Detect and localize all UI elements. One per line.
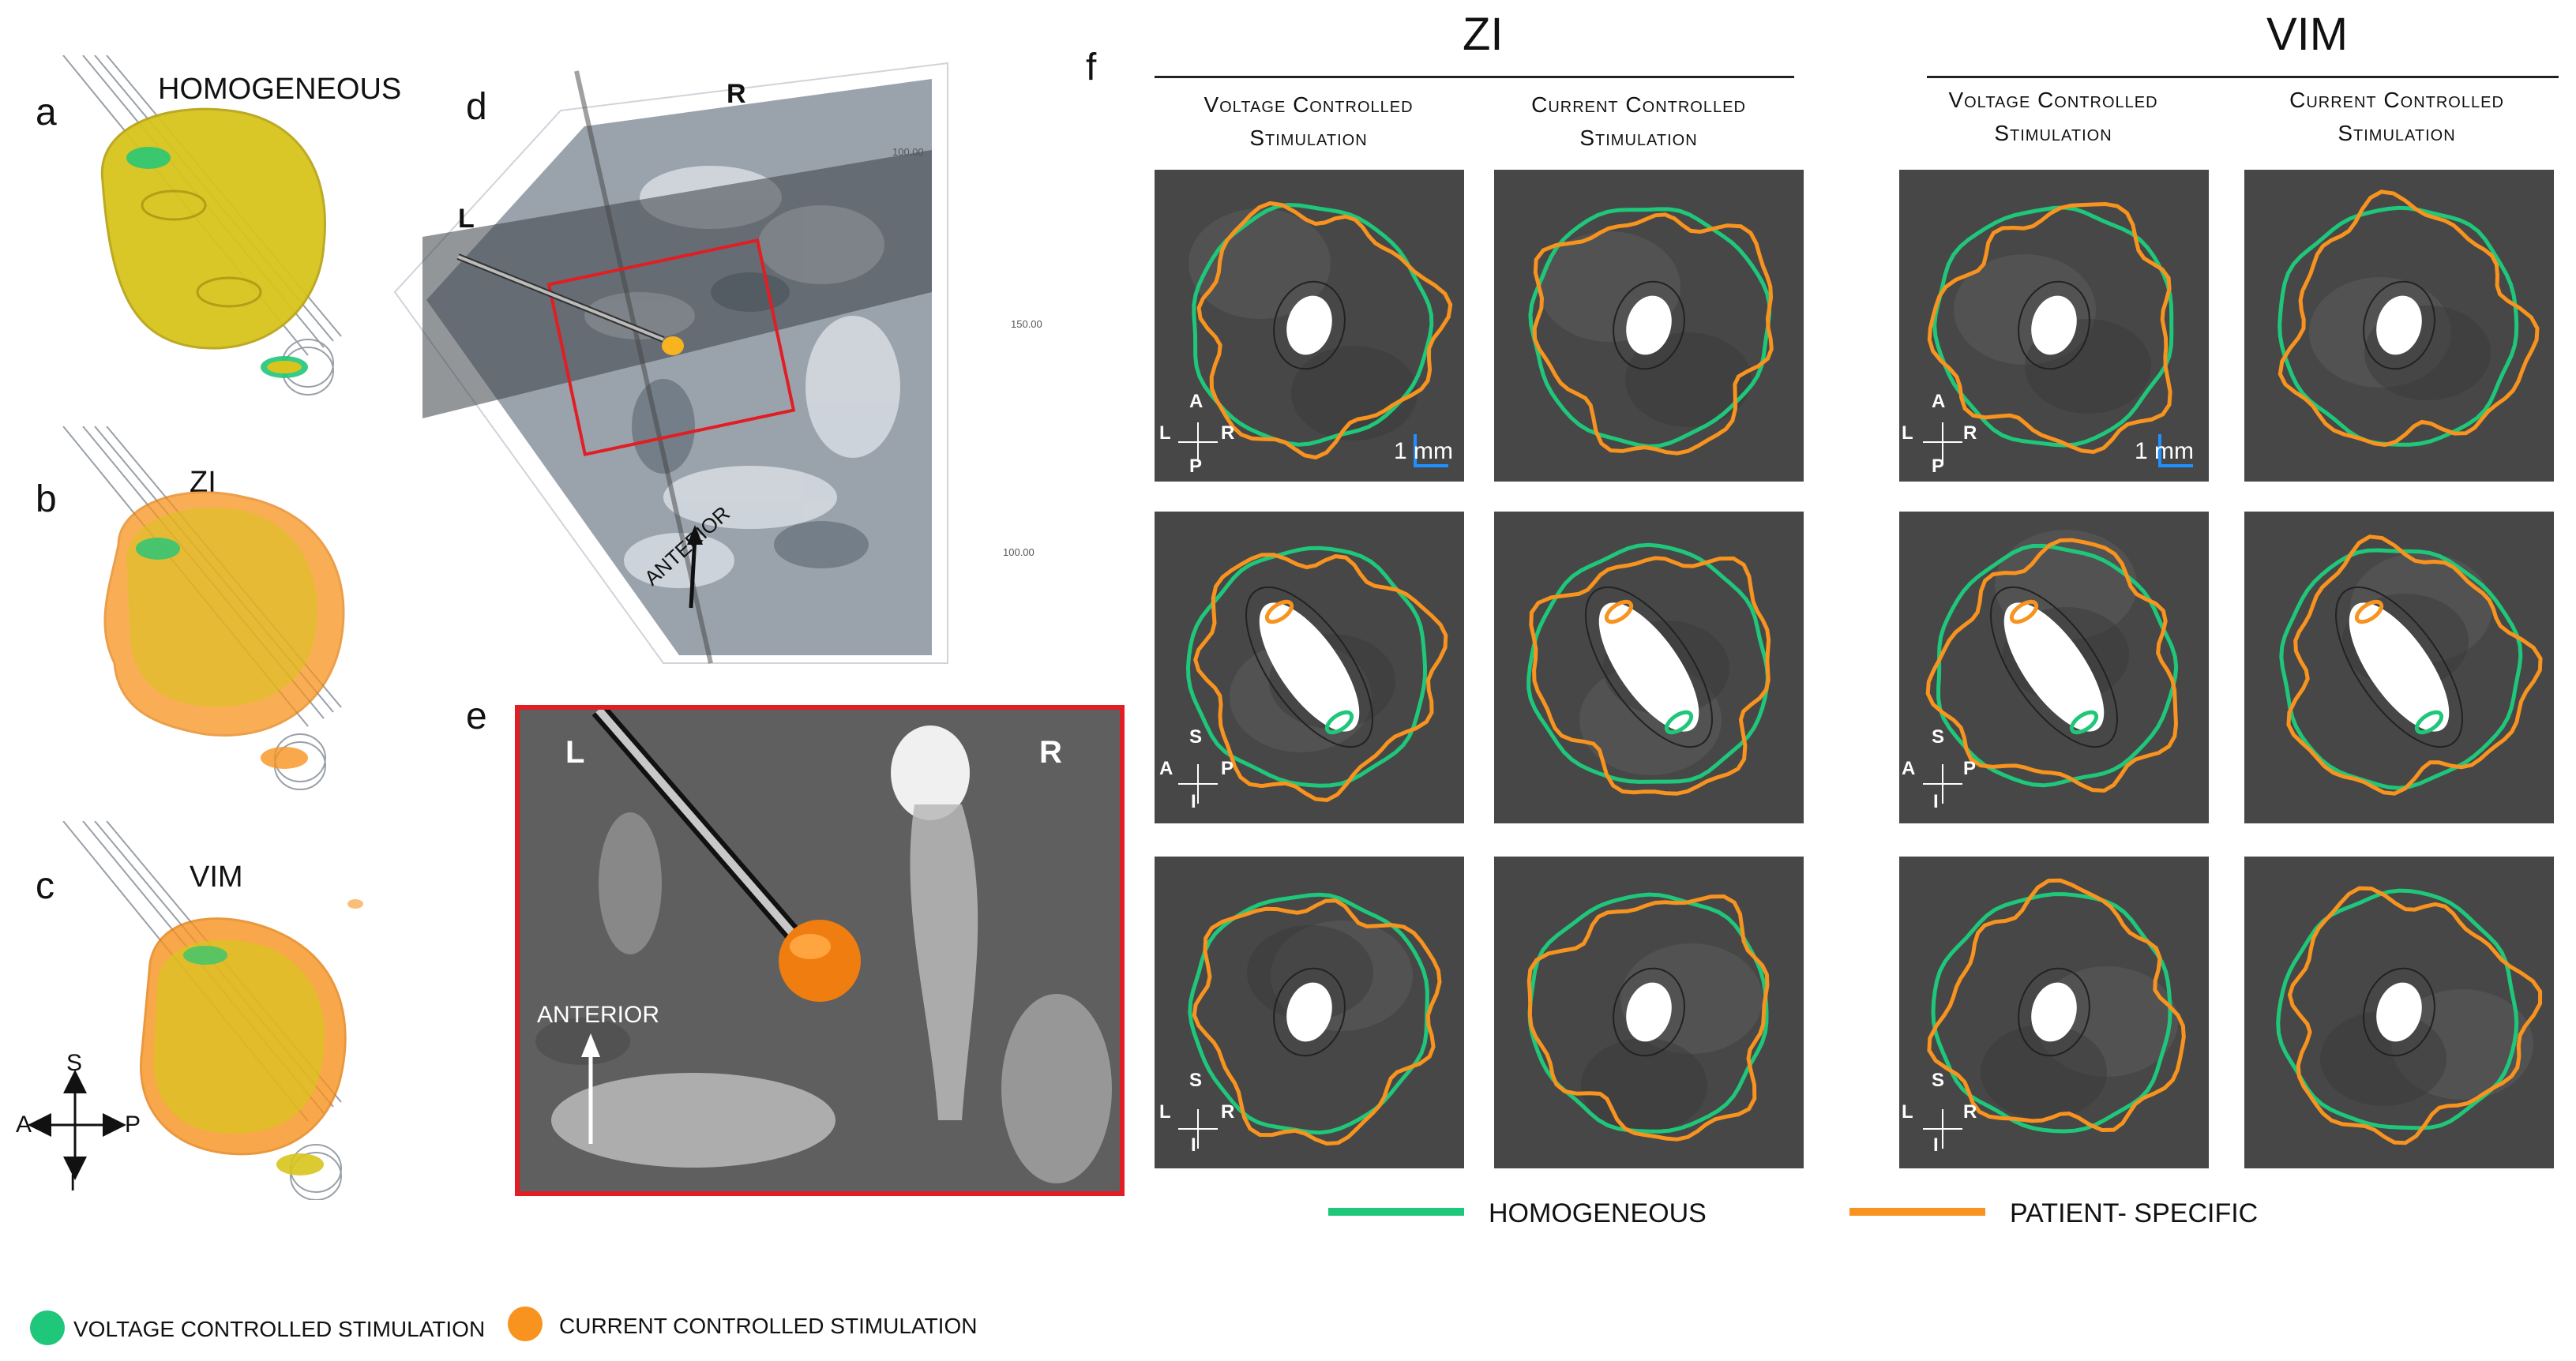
legend-line-homogeneous	[1328, 1208, 1464, 1216]
scale-bar-label-vim: 1 mm	[2135, 438, 2194, 464]
legend-label-patient-specific: PATIENT- SPECIFIC	[2010, 1198, 2259, 1228]
contour-tile	[1494, 170, 1804, 482]
mini-axis-top: A	[1189, 391, 1204, 412]
panel-letter-f: f	[1086, 47, 1097, 88]
mini-axis-left: L	[1159, 422, 1171, 444]
panel-c-title: VIM	[190, 860, 243, 894]
col-header-zi-current: Current Controlled Stimulation	[1531, 92, 1746, 150]
legend-dot-current	[508, 1307, 543, 1341]
mini-axis-bottom: P	[1189, 456, 1203, 477]
mini-axes-sagittal-zi: S A P I	[1155, 726, 1241, 813]
mini-axis-right: R	[1221, 1101, 1235, 1123]
contour-tile	[1899, 857, 2209, 1168]
contour-tile	[1899, 170, 2209, 482]
mini-axes-axial-vim: A L R P	[1897, 391, 1984, 478]
mri-3d-volume: L R ANTERIOR 100.00 150.00 100.00	[379, 55, 1058, 671]
group-title-vim: VIM	[2266, 9, 2349, 60]
mini-axis-bottom: P	[1932, 456, 1945, 477]
mini-axis-left: L	[1159, 1101, 1171, 1123]
orient-p: P	[125, 1112, 141, 1138]
mini-axis-bottom: I	[1191, 791, 1196, 812]
tick-label-1: 100.00	[892, 146, 924, 158]
mini-axis-right: R	[1963, 1101, 1977, 1123]
panel-letter-c: c	[36, 865, 54, 907]
lead-model-homogeneous	[47, 55, 379, 418]
contour-tile	[1155, 857, 1464, 1168]
mini-axis-right: P	[1963, 758, 1977, 779]
contour-tile	[2244, 857, 2554, 1168]
scale-bar-label-zi: 1 mm	[1394, 438, 1453, 464]
mini-axis-top: S	[1189, 1070, 1203, 1091]
contour-tile	[1155, 512, 1464, 823]
mini-axis-left: L	[1902, 1101, 1913, 1123]
panel-letter-e: e	[466, 695, 487, 737]
mri-slice-zoom: L R ANTERIOR	[515, 705, 1125, 1196]
mini-axes-sagittal-vim: S A P I	[1897, 726, 1984, 813]
legend-dot-voltage	[30, 1310, 65, 1345]
group-title-zi: ZI	[1463, 9, 1504, 60]
mini-axis-bottom: I	[1933, 1134, 1939, 1156]
lead-model-zi	[47, 426, 379, 797]
mini-axis-left: A	[1902, 758, 1916, 779]
mini-axis-bottom: I	[1191, 1134, 1196, 1156]
contour-tile	[1494, 857, 1804, 1168]
mini-axis-left: A	[1159, 758, 1173, 779]
anterior-label-slice: ANTERIOR	[537, 1002, 660, 1028]
mini-axes-axial-zi: A L R P	[1155, 391, 1241, 478]
orient-i: I	[69, 1170, 77, 1196]
panel-letter-d: d	[466, 86, 487, 128]
legend-line-patient-specific	[1849, 1208, 1985, 1216]
tick-label-3: 100.00	[1003, 546, 1035, 558]
group-rule-vim	[1927, 76, 2559, 78]
contour-tile	[2244, 512, 2554, 823]
mini-axis-right: P	[1221, 758, 1234, 779]
panel-letter-b: b	[36, 478, 57, 520]
orient-s: S	[66, 1050, 83, 1076]
contour-tile	[1494, 512, 1804, 823]
mini-axis-bottom: I	[1933, 791, 1939, 812]
orient-a: A	[16, 1112, 32, 1138]
mini-axes-coronal-vim: S L R I	[1897, 1070, 1984, 1157]
orientation-cross-sapi: S A P I	[16, 1050, 150, 1200]
panel-letter-a: a	[36, 92, 57, 133]
legend-label-voltage: VOLTAGE CONTROLLED STIMULATION	[73, 1317, 486, 1341]
panel-a-title: HOMOGENEOUS	[158, 73, 402, 106]
mini-axes-coronal-zi: S L R I	[1155, 1070, 1241, 1157]
mini-axis-right: R	[1221, 422, 1235, 444]
mini-axis-top: S	[1932, 1070, 1945, 1091]
lead-model-vim	[47, 821, 379, 1200]
col-header-vim-current: Current Controlled Stimulation	[2289, 88, 2504, 145]
mini-axis-top: A	[1932, 391, 1946, 412]
contour-tile	[2244, 170, 2554, 482]
contour-tile	[1155, 170, 1464, 482]
contour-tile	[1899, 512, 2209, 823]
mini-axis-right: R	[1963, 422, 1977, 444]
legend-label-current: CURRENT CONTROLLED STIMULATION	[559, 1314, 978, 1338]
label-r-3d: R	[727, 79, 746, 109]
group-rule-zi	[1155, 76, 1794, 78]
col-header-vim-voltage: Voltage Controlled Stimulation	[1948, 88, 2158, 145]
col-header-zi-voltage: Voltage Controlled Stimulation	[1204, 92, 1414, 150]
label-l-3d: L	[458, 204, 475, 234]
legend-label-homogeneous: HOMOGENEOUS	[1489, 1198, 1707, 1228]
mini-axis-left: L	[1902, 422, 1913, 444]
mini-axis-top: S	[1932, 726, 1945, 748]
mini-axis-top: S	[1189, 726, 1203, 748]
label-l-slice: L	[565, 735, 585, 770]
tick-label-2: 150.00	[1011, 318, 1042, 330]
label-r-slice: R	[1039, 735, 1062, 770]
